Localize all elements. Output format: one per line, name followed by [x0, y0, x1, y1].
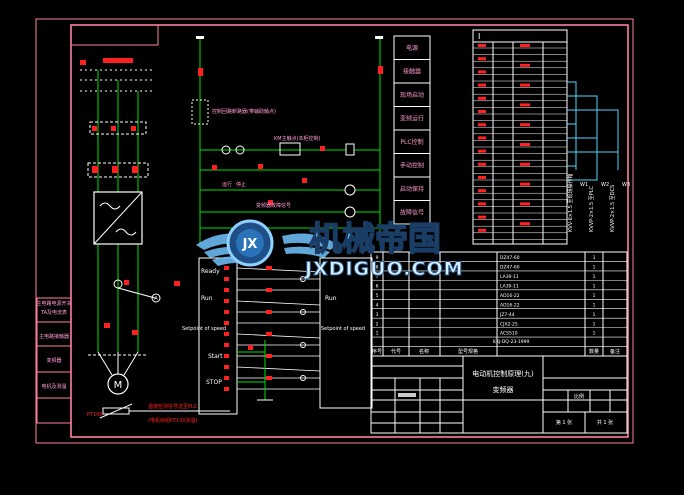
legend-row-4: 变频器: [46, 357, 61, 364]
part-index: 7: [376, 274, 379, 280]
parts-header-cell: 数量: [589, 348, 599, 355]
svg-text:A: A: [154, 296, 158, 302]
part-index: 2: [376, 321, 379, 327]
vfd-stop-label: STOP: [206, 379, 222, 386]
vfd-start-label: Start: [208, 353, 223, 360]
part-qty: 1: [593, 321, 596, 327]
parts-header-cell: 型号规格: [458, 348, 478, 355]
cable-label-1: KVV-6×1.5 至现场操作箱: [567, 173, 574, 232]
panel-header: I: [478, 32, 480, 41]
part-spec: CJX2-25: [500, 321, 518, 327]
cable-label-2: KVVP-2×1.5 至PLC: [589, 185, 595, 232]
part-spec: JZ7-44: [499, 312, 515, 318]
part-spec: DZ47-60: [500, 265, 520, 271]
temp-note-2: (电机绕组PT100测温): [148, 417, 198, 424]
part-index: 8: [376, 265, 379, 271]
function-item: 故障信号: [400, 208, 424, 216]
legend-row-3: 主电路接触器: [39, 333, 69, 340]
parts-header-cell: 备注: [610, 348, 620, 355]
function-item: 电源: [406, 44, 418, 52]
part-qty: 1: [593, 293, 596, 299]
function-item: 现场启动: [400, 91, 424, 99]
watermark-cn: 机械帝国: [309, 219, 441, 258]
part-index: 4: [376, 302, 379, 308]
lamp-left-label: 运行: [222, 181, 232, 188]
part-spec: ACS510: [500, 331, 518, 337]
part-spec: AD16-22: [500, 293, 520, 299]
vfd-setpoint-left-label: Setpoint of speed: [182, 326, 226, 332]
part-index: 6: [376, 283, 379, 289]
function-item: 变频运行: [400, 114, 424, 122]
legend-row-5: 电机及测温: [41, 383, 66, 390]
part-index: 9: [376, 255, 379, 261]
drawing-frame: [35, 18, 634, 444]
part-index: 3: [376, 312, 379, 318]
part-qty: 1: [593, 312, 596, 318]
part-spec: LA39-11: [500, 274, 519, 280]
part-qty: 1: [593, 302, 596, 308]
parts-header-cell: 代号: [391, 348, 401, 355]
parts-header-cell: 序号: [372, 348, 382, 355]
part-index: 5: [376, 293, 379, 299]
temp-note-1: 温度检测信号送至PLC: [148, 403, 198, 410]
cable-labels: KVV-6×1.5 至现场操作箱 KVVP-2×1.5 至PLC KVVP-2×…: [567, 173, 630, 232]
part-qty: 1: [593, 283, 596, 289]
cable-tag-2: W2: [601, 182, 609, 188]
legend-row-1: 主电路电源开关: [36, 300, 71, 307]
cable-tag-1: W1: [580, 182, 588, 188]
function-item: 接触器: [403, 67, 421, 75]
watermark-en: JXDIGUO.COM: [303, 258, 464, 280]
vfd-run-right-label: Run: [325, 295, 337, 302]
motor-label: M: [114, 380, 123, 391]
relay-note: 变频器故障信号: [256, 202, 291, 209]
vfd-ready-label: Ready: [201, 268, 220, 275]
part-qty: 1: [593, 265, 596, 271]
cable-tag-3: W3: [622, 182, 630, 188]
total-label: 共 1 张: [597, 419, 613, 426]
legend-row-2: TA及电流表: [40, 309, 67, 316]
part-qty: 1: [593, 255, 596, 261]
left-legend-strip: 主电路电源开关 TA及电流表 主电路接触器 变频器 电机及测温: [36, 297, 72, 424]
motor-symbol: [107, 373, 129, 395]
part-spec: DZ47-60: [500, 255, 520, 261]
watermark-badge-text: JX: [242, 237, 258, 252]
control-circuit: 控制回路断路器(带辅助触点) KM主触点(本柜控制) 运行 停止 变频器故障信号: [191, 36, 383, 245]
vfd-terminal-block: Ready Run Setpoint of speed Start STOP R…: [182, 257, 373, 415]
lamp-right-label: 停止: [236, 181, 246, 188]
function-item: 手动控制: [400, 161, 424, 169]
watermark: JX 机械帝国 JXDIGUO.COM: [196, 218, 464, 281]
coil1-label: 控制回路断路器(带辅助触点): [212, 108, 276, 115]
part-spec: AD16-22: [500, 302, 520, 308]
contact-note: KM主触点(本柜控制): [274, 135, 321, 142]
part-qty: 1: [593, 274, 596, 280]
terminal-panel: I: [472, 29, 568, 245]
scale-label: 比例: [574, 393, 584, 400]
cable-routing: [567, 81, 619, 181]
pt100-label: PT100: [87, 412, 103, 418]
part-index: 1: [376, 331, 379, 337]
parts-header-cell: 名称: [419, 348, 429, 355]
vfd-run-left-label: Run: [201, 295, 213, 302]
drawing-code: KXJ-DQ-23-1999: [493, 339, 530, 345]
function-item: 启动保持: [400, 185, 424, 193]
vfd-setpoint-right-label: Setpoint of speed: [321, 326, 365, 332]
part-qty: 1: [593, 331, 596, 337]
drawing-subtitle: 变频器: [493, 385, 514, 394]
part-spec: LA39-11: [500, 283, 519, 289]
sheet-label: 第 1 张: [556, 419, 572, 426]
function-item: PLC控制: [400, 138, 423, 146]
main-power-circuit: A M PT100 温度检测信号送至PLC (电机绕组PT100测温): [80, 58, 230, 424]
drawing-title: 电动机控制原理(九): [472, 369, 534, 378]
cable-label-3: KVVP-2×1.5 至DCS: [610, 185, 616, 232]
title-block: 电动机控制原理(九) 变频器 比例 第 1 张 共 1 张: [370, 355, 628, 434]
